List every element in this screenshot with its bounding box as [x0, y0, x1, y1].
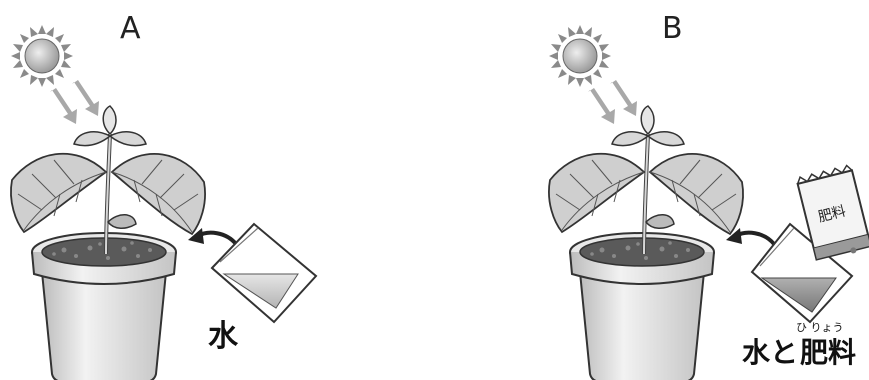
fertilizer-package-icon: 肥料: [796, 164, 869, 261]
caption-ruby: ひ りょう: [796, 321, 844, 334]
sunlight-arrows-icon: [588, 80, 637, 124]
sunlight-arrows-icon: [50, 80, 99, 124]
panel-a: A 水: [8, 11, 318, 380]
panel-b-letter: B: [662, 11, 683, 46]
sun-icon: [10, 24, 74, 88]
water-bag-icon: [210, 222, 318, 324]
sun-icon: [548, 24, 612, 88]
panel-b: B 肥料 ひ りょう 水と 肥料: [546, 11, 869, 380]
potted-plant-icon: [546, 104, 746, 380]
potted-plant-icon: [8, 104, 208, 380]
caption-water-and: 水と: [742, 336, 798, 369]
caption-fertilizer: 肥料: [800, 336, 856, 369]
fertilizer-package-label: 肥料: [817, 203, 848, 225]
caption-water: 水: [208, 319, 239, 354]
fertilizer-water-bag-icon: [750, 222, 854, 324]
panel-a-letter: A: [120, 11, 141, 46]
